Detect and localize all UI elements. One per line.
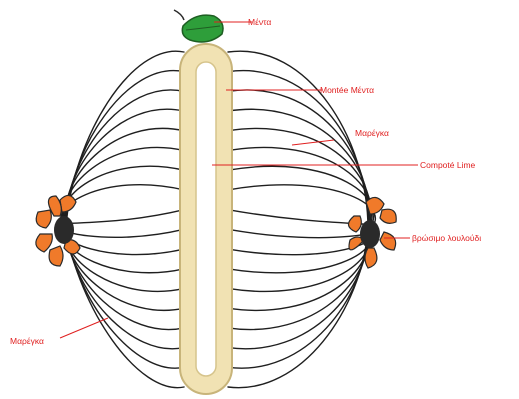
meringue-strand [228,230,370,291]
mint-leaf-icon [174,10,223,42]
meringue-strand [228,109,370,230]
meringue-strand [228,230,368,368]
compote-lime-core [196,62,216,376]
meringue-strand [66,90,184,228]
meringue-strand [228,147,372,230]
meringue-strand [66,228,184,330]
label-edible-flower: βρώσιμο λουλούδι [412,233,481,243]
meringue-strand [61,185,184,228]
meringue-strand [62,228,184,237]
meringue-strand [60,210,184,228]
leader-line [60,318,108,338]
label-meringue-left: Μαρέγκα [10,336,44,346]
label-mint: Μέντα [248,17,271,27]
label-montee-mint: Montée Μέντα [320,85,374,95]
label-meringue-right: Μαρέγκα [355,128,389,138]
montee-tube [180,44,232,394]
meringue-strand [63,228,184,255]
leader-line [292,140,334,145]
label-compote-lime: Compoté Lime [420,160,476,170]
meringue-strand [66,51,184,228]
meringue-strand [66,228,184,310]
edible-flower-icon [348,197,396,268]
meringue-strand [228,230,368,388]
meringue-strand [228,90,369,230]
meringue-strand [66,228,184,368]
